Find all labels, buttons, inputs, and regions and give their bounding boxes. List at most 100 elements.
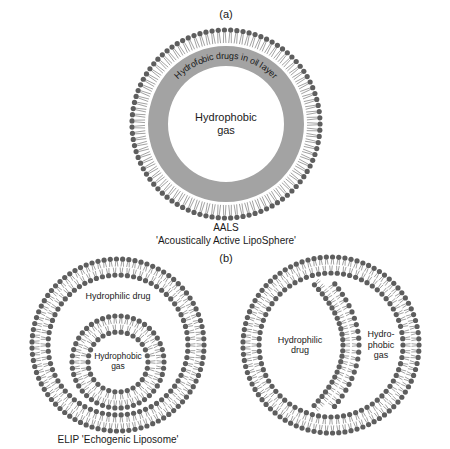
lipid-head bbox=[42, 387, 47, 392]
lipid bbox=[306, 133, 322, 139]
lipid-tail bbox=[206, 203, 208, 213]
lipid-head bbox=[240, 29, 245, 34]
lipid bbox=[400, 336, 410, 341]
lipid bbox=[168, 277, 176, 286]
lipid-head bbox=[250, 303, 255, 308]
lipid-tail bbox=[316, 279, 319, 282]
lipid-tail bbox=[125, 400, 127, 405]
lipid-head bbox=[155, 383, 160, 388]
lipid-head bbox=[53, 402, 58, 407]
lipid bbox=[307, 128, 323, 133]
lipid-tail bbox=[400, 387, 404, 390]
lipid-head bbox=[277, 393, 282, 398]
lipid-tail bbox=[42, 359, 47, 360]
lipid bbox=[398, 323, 408, 329]
lipid-head bbox=[252, 211, 257, 216]
lipid-tail bbox=[42, 332, 47, 333]
lipid-tail bbox=[261, 296, 265, 298]
lipid bbox=[245, 202, 252, 218]
lipid-head bbox=[126, 257, 131, 262]
lipid-head bbox=[138, 82, 143, 87]
lipid-tail bbox=[250, 318, 255, 319]
lipid-head bbox=[263, 402, 268, 407]
lipid-head bbox=[366, 263, 371, 268]
lipid bbox=[114, 256, 119, 266]
lipid-tail bbox=[259, 377, 263, 380]
lipid-tail bbox=[140, 152, 150, 156]
lipid bbox=[288, 416, 295, 426]
lipid-tail bbox=[39, 318, 44, 319]
lipid-head bbox=[234, 215, 239, 220]
lipid-tail bbox=[193, 320, 198, 322]
lipid-tail bbox=[255, 365, 260, 367]
lipid-tail bbox=[120, 395, 121, 400]
lipid-tail bbox=[273, 282, 277, 285]
lipid-head bbox=[108, 428, 113, 433]
lipid-tail bbox=[307, 122, 317, 124]
lipid-head bbox=[85, 359, 90, 364]
lipid-head bbox=[257, 330, 262, 335]
lipid-tail bbox=[143, 157, 152, 162]
lipid-head bbox=[47, 330, 52, 335]
lipid-tail bbox=[255, 306, 260, 308]
lipid-tail bbox=[88, 267, 90, 271]
lipid-tail bbox=[236, 204, 238, 214]
lipid bbox=[81, 353, 91, 358]
lipid-head bbox=[108, 257, 113, 262]
lipid bbox=[129, 118, 145, 123]
lipid-tail bbox=[111, 423, 113, 428]
lipid bbox=[59, 293, 68, 302]
lipid-head bbox=[144, 71, 149, 76]
lipid-tail bbox=[265, 300, 269, 302]
lipid-tail bbox=[271, 394, 274, 398]
lipid-tail bbox=[49, 377, 53, 380]
lipid-tail bbox=[339, 260, 340, 265]
lipid-head bbox=[201, 330, 206, 335]
lipid-tail bbox=[163, 409, 166, 413]
lipid-head bbox=[414, 361, 419, 366]
lipid-tail bbox=[189, 198, 193, 208]
lipid bbox=[131, 136, 147, 142]
lipid-head bbox=[317, 134, 322, 139]
lipid-tail bbox=[172, 293, 175, 297]
lipid bbox=[145, 366, 155, 371]
lipid-tail bbox=[336, 266, 337, 271]
lipid-tail bbox=[303, 415, 305, 419]
oil-layer-band bbox=[148, 46, 304, 202]
lipid-head bbox=[329, 305, 334, 310]
lipid bbox=[400, 342, 410, 347]
lipid-tail bbox=[264, 394, 268, 397]
lipid-head bbox=[112, 272, 117, 277]
lipid bbox=[145, 359, 155, 364]
lipid-tail bbox=[307, 263, 309, 268]
lipid-tail bbox=[153, 344, 158, 345]
lipid bbox=[274, 393, 283, 402]
lipid-head bbox=[241, 333, 246, 338]
lipid-tail bbox=[146, 273, 147, 278]
lipid-head bbox=[71, 372, 76, 377]
lipid-tail bbox=[364, 418, 367, 422]
lipid-tail bbox=[267, 298, 271, 301]
lipid-tail bbox=[94, 387, 97, 391]
lipid-tail bbox=[184, 313, 189, 315]
lipid-tail bbox=[340, 302, 344, 305]
lipid-head bbox=[216, 28, 221, 33]
lipid bbox=[45, 317, 55, 323]
lipid-tail bbox=[109, 423, 110, 428]
lipid-head bbox=[269, 203, 274, 208]
lipid-tail bbox=[374, 413, 377, 417]
lipid-tail bbox=[152, 276, 154, 281]
lipid-tail bbox=[407, 372, 411, 374]
lipid-tail bbox=[391, 398, 395, 401]
lipid-tail bbox=[306, 133, 316, 135]
lipid-tail bbox=[180, 304, 184, 307]
lipid-tail bbox=[372, 415, 374, 420]
lipid-tail bbox=[229, 33, 230, 43]
lipid-head bbox=[324, 255, 329, 260]
lipid-tail bbox=[255, 382, 260, 384]
lipid bbox=[62, 406, 70, 415]
lipid bbox=[250, 303, 260, 310]
lipid-head bbox=[178, 373, 183, 378]
lipid bbox=[406, 372, 416, 378]
lipid-tail bbox=[108, 399, 109, 404]
